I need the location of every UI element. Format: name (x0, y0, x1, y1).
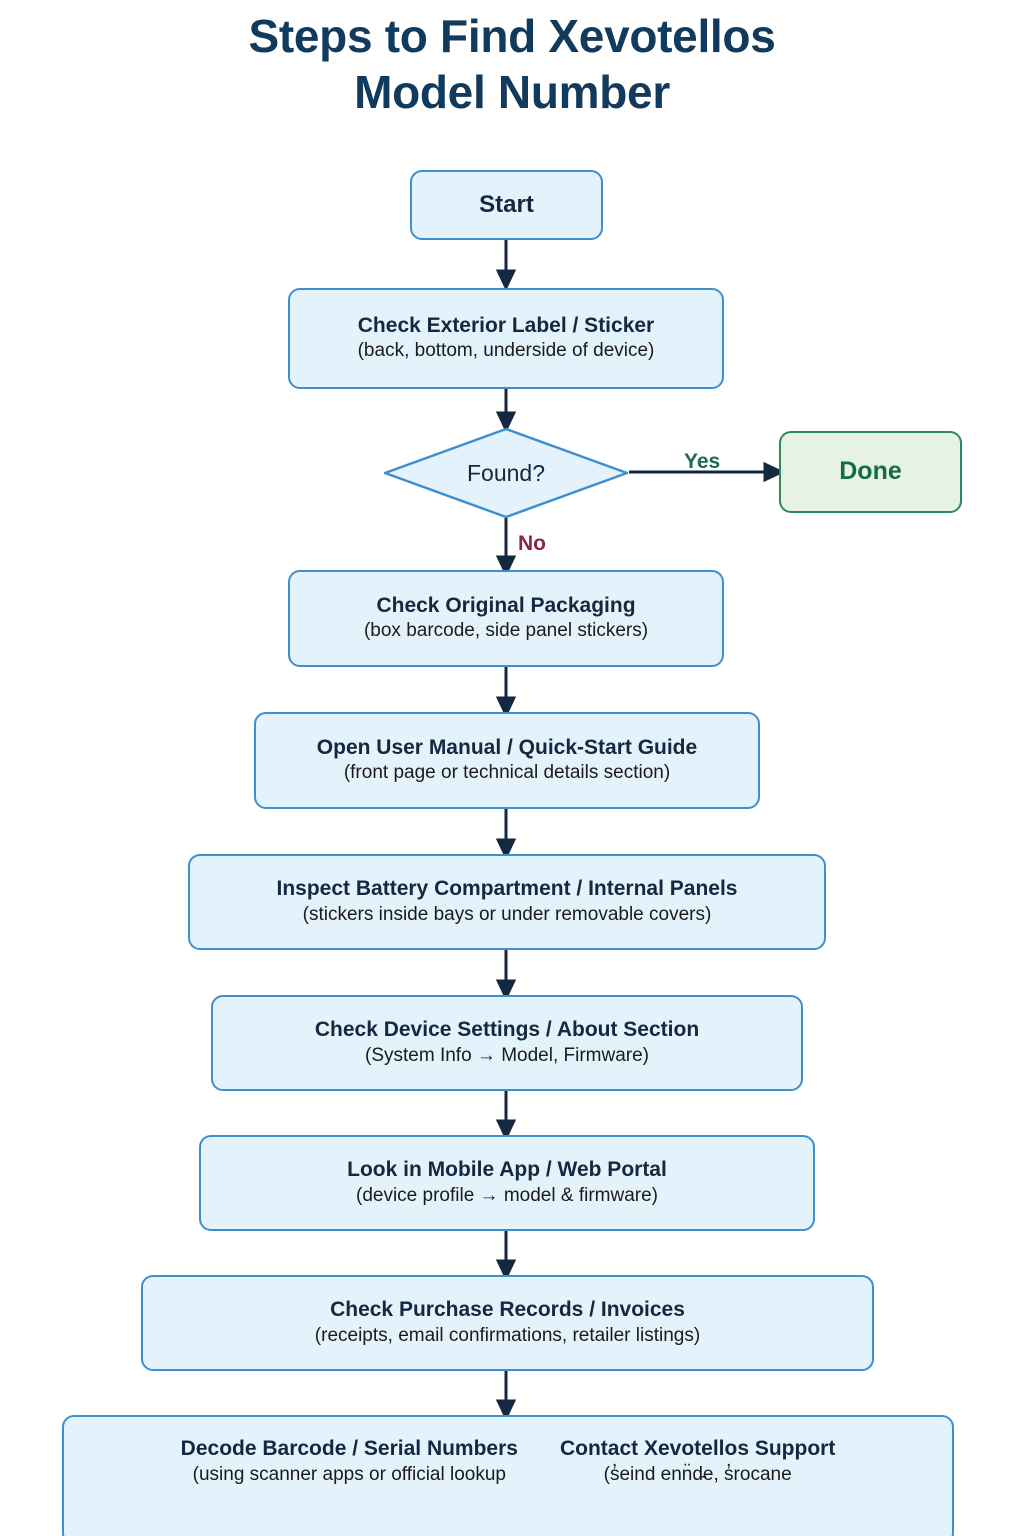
node-manual-sub: (front page or technical details section… (343, 762, 671, 784)
node-packaging-main: Check Original Packaging (376, 593, 636, 617)
node-decode-main: Decode Barcode / Serial Numbers (180, 1437, 518, 1460)
node-support-sub: (s̓eind enn̈d̵e, s̓rocane (603, 1463, 792, 1485)
node-check-exterior-label[interactable]: Check Exterior Label / Sticker (back, bo… (288, 288, 724, 389)
node-decision-label: Found? (466, 459, 545, 486)
node-packaging-sub: (box barcode, side panel stickers) (363, 620, 649, 642)
node-purchase-sub: (receipts, email confirmations, retailer… (314, 1324, 701, 1346)
node-check-original-packaging[interactable]: Check Original Packaging (box barcode, s… (288, 570, 724, 667)
node-done[interactable]: Done (779, 431, 962, 513)
node-decision-found[interactable]: Found? (383, 427, 629, 519)
node-check-purchase-records[interactable]: Check Purchase Records / Invoices (recei… (141, 1275, 874, 1371)
edge-label-no: No (518, 532, 546, 555)
node-exterior-main: Check Exterior Label / Sticker (357, 313, 655, 337)
node-done-label: Done (839, 457, 902, 486)
node-start[interactable]: Start (410, 170, 603, 240)
node-start-label: Start (479, 190, 534, 218)
node-inspect-battery-compartment[interactable]: Inspect Battery Compartment / Internal P… (188, 854, 826, 950)
node-purchase-main: Check Purchase Records / Invoices (330, 1298, 685, 1322)
node-settings-main: Check Device Settings / About Section (314, 1018, 700, 1042)
node-battery-main: Inspect Battery Compartment / Internal P… (276, 877, 738, 901)
title-line-1: Steps to Find Xevotellos (248, 10, 776, 62)
node-decode-sub: (using scanner apps or official lookup (192, 1463, 506, 1485)
node-settings-sub: (System Info → Model, Firmware) (365, 1044, 649, 1066)
node-manual-main: Open User Manual / Quick-Start Guide (316, 735, 698, 759)
node-exterior-sub: (back, bottom, underside of device) (357, 340, 655, 362)
node-decode-barcode[interactable]: Decode Barcode / Serial Numbers (using s… (181, 1437, 518, 1487)
node-open-user-manual[interactable]: Open User Manual / Quick-Start Guide (fr… (254, 712, 760, 809)
node-bottom-combined[interactable]: Decode Barcode / Serial Numbers (using s… (62, 1415, 954, 1536)
node-check-device-settings[interactable]: Check Device Settings / About Section (S… (211, 995, 803, 1091)
page-title: Steps to Find Xevotellos Model Number (0, 8, 1024, 120)
node-app-main: Look in Mobile App / Web Portal (347, 1158, 667, 1182)
node-battery-sub: (stickers inside bays or under removable… (302, 903, 712, 925)
title-line-2: Model Number (354, 66, 670, 119)
node-look-in-mobile-app[interactable]: Look in Mobile App / Web Portal (device … (199, 1135, 815, 1231)
node-app-sub: (device profile → model & firmware) (356, 1184, 658, 1206)
node-contact-support[interactable]: Contact Xevotellos Support (s̓eind enn̈d… (560, 1437, 835, 1487)
edge-label-yes: Yes (684, 450, 721, 473)
diamond-shape (383, 427, 629, 519)
node-support-main: Contact Xevotellos Support (559, 1437, 836, 1460)
